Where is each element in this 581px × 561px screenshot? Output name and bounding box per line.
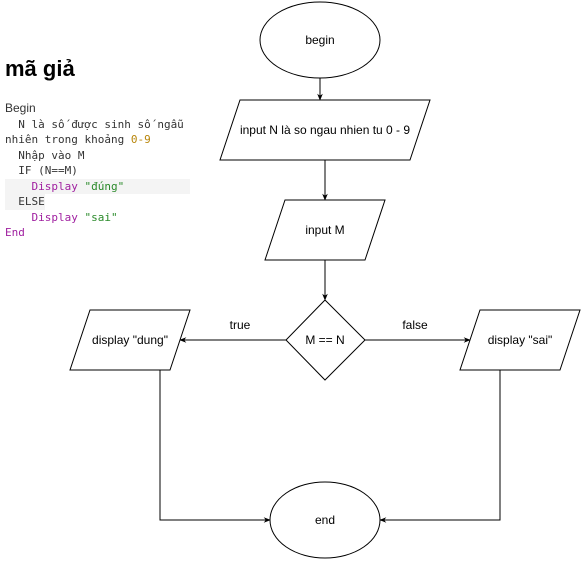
code-line-2-text: nhiên trong khoảng bbox=[5, 133, 131, 146]
connector-display-dung-to-end bbox=[159, 370, 271, 523]
end-label: end bbox=[315, 513, 335, 527]
code-line-6-highlight: ELSE bbox=[5, 194, 45, 210]
code-string-sai: "sai" bbox=[77, 210, 118, 224]
code-line-5: Display "đúng" bbox=[5, 178, 195, 194]
true-branch-label: true bbox=[230, 318, 251, 332]
code-keyword-display: Display bbox=[31, 179, 78, 193]
code-line-1: N là số được sinh số ngẫu bbox=[5, 117, 184, 131]
code-line-5-highlight: Display "đúng" bbox=[5, 178, 191, 194]
display-sai-parallelogram bbox=[459, 309, 581, 371]
pseudocode-block: Begin N là số được sinh số ngẫu nhiên tr… bbox=[5, 101, 195, 241]
input-n-label: input N là so ngau nhien tu 0 - 9 bbox=[240, 123, 410, 137]
display-sai-label: display "sai" bbox=[488, 333, 553, 347]
pseudocode-title: mã giả bbox=[5, 56, 75, 81]
decision-label: M == N bbox=[305, 333, 344, 347]
code-string-dung: "đúng" bbox=[77, 179, 125, 193]
code-range-number: 0-9 bbox=[130, 133, 151, 146]
end-terminal bbox=[269, 481, 381, 559]
code-line-end: End bbox=[5, 226, 25, 239]
decision-diamond bbox=[285, 299, 366, 381]
code-line-4: IF (N==M) bbox=[5, 164, 78, 177]
code-line-2: nhiên trong khoảng 0-9 bbox=[5, 132, 195, 148]
code-line-begin: Begin bbox=[5, 101, 36, 115]
code-keyword-display: Display bbox=[31, 210, 78, 224]
display-dung-label: display "dung" bbox=[92, 333, 168, 347]
input-m-label: input M bbox=[305, 223, 344, 237]
connector-display-sai-to-end bbox=[379, 370, 501, 523]
begin-terminal bbox=[259, 1, 381, 79]
input-m-parallelogram bbox=[264, 199, 386, 261]
display-dung-parallelogram bbox=[69, 309, 191, 371]
code-line-7: Display "sai" bbox=[5, 210, 195, 226]
code-line-3: Nhập vào M bbox=[5, 148, 85, 162]
code-line-6: ELSE bbox=[5, 194, 195, 210]
input-n-parallelogram bbox=[219, 99, 431, 161]
false-branch-label: false bbox=[402, 318, 428, 332]
begin-label: begin bbox=[305, 33, 334, 47]
